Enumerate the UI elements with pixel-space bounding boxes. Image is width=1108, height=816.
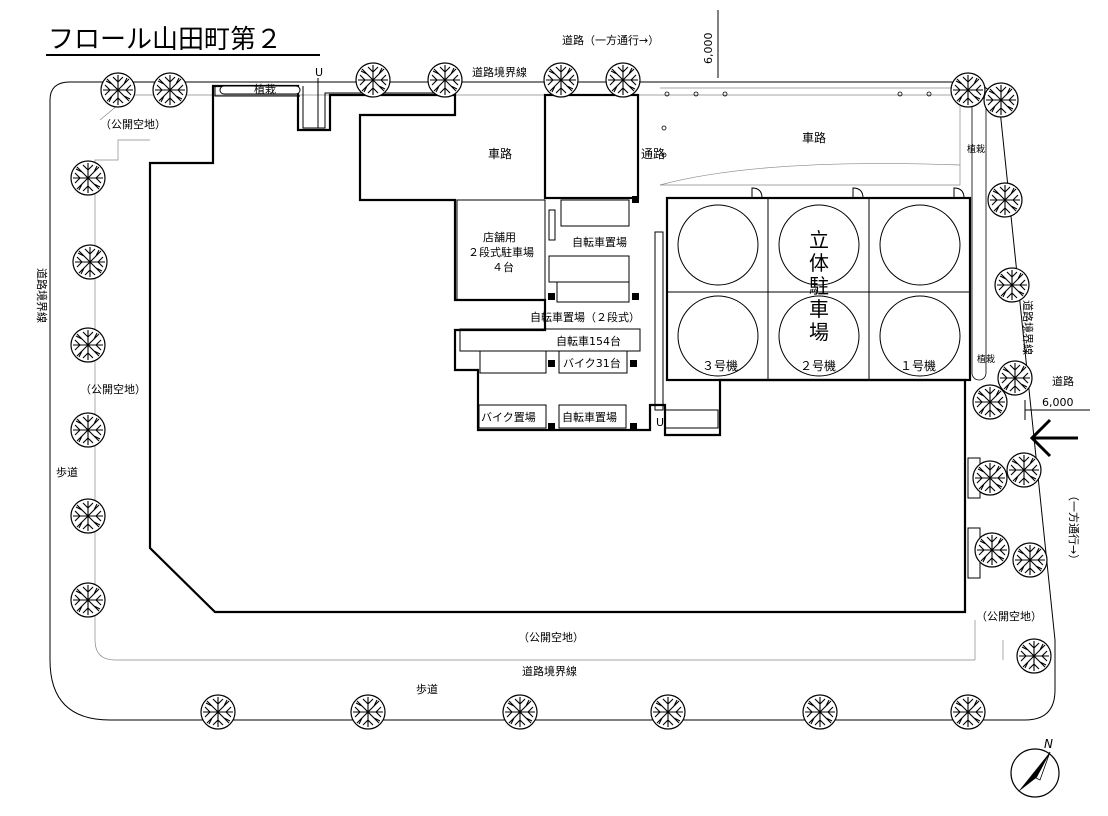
tree-icon xyxy=(200,694,236,730)
tree-icon xyxy=(502,694,538,730)
bicycle-parking-label-3: 自転車置場 xyxy=(562,410,617,424)
tree-icon xyxy=(427,62,463,98)
tree-icon xyxy=(1006,452,1042,488)
planting-label-right-1: 植栽 xyxy=(967,143,985,155)
boundary-top-label: 道路境界線 xyxy=(472,65,527,79)
u-mark-ramp: U xyxy=(656,416,664,429)
tree-icon xyxy=(70,327,106,363)
trees xyxy=(70,62,1052,730)
public-space-bottom-label: （公開空地） xyxy=(518,630,584,644)
tree-icon xyxy=(100,72,136,108)
road-right-oneway-label: （一方通行→） xyxy=(1067,490,1081,565)
bike-count-box xyxy=(558,350,628,374)
tree-icon xyxy=(70,498,106,534)
site-outer-boundary xyxy=(49,81,1056,721)
public-space-right-label: （公開空地） xyxy=(976,609,1042,623)
dim-top-label: 6,000 xyxy=(702,33,715,65)
car-road-right-label: 車路 xyxy=(802,130,826,145)
bicycle-rack-2 xyxy=(548,255,630,283)
tree-icon xyxy=(950,694,986,730)
u-mark-top: U xyxy=(315,66,323,79)
tree-icon xyxy=(543,62,579,98)
entrance-arrow-icon xyxy=(1029,418,1078,458)
parking-turntables xyxy=(677,204,961,377)
tree-icon xyxy=(974,532,1010,568)
shop-parking-label-2: ２段式駐車場 xyxy=(468,245,534,259)
bike-count-label: バイク31台 xyxy=(563,356,621,370)
multistory-char-5: 場 xyxy=(809,320,829,344)
tree-icon xyxy=(987,182,1023,218)
tree-icon xyxy=(72,244,108,280)
planting-label-right-2: 植栽 xyxy=(977,353,995,365)
sidewalk-bottom-label: 歩道 xyxy=(416,682,438,696)
shop-parking-label-1: 店舗用 xyxy=(483,230,516,244)
bicycle-parking-2tier-label: 自転車置場（２段式） xyxy=(530,310,640,324)
public-space-left-label: （公開空地） xyxy=(80,382,146,396)
tree-icon xyxy=(70,412,106,448)
car-road-center-label: 車路 xyxy=(488,146,512,161)
bicycle-rack-1 xyxy=(560,199,630,227)
shop-parking-label-3: ４台 xyxy=(492,260,514,274)
tree-icon xyxy=(997,360,1033,396)
shop-parking xyxy=(456,199,546,301)
unit-2-label: ２号機 xyxy=(800,358,836,373)
public-space-topleft-label: （公開空地） xyxy=(100,117,166,131)
tree-icon xyxy=(950,72,986,108)
bike-parking-label: バイク置場 xyxy=(481,411,536,424)
tree-icon xyxy=(1016,638,1052,674)
bicycle-parking-box-3 xyxy=(558,404,627,429)
multistory-parking-block xyxy=(665,196,972,382)
road-boundary-line xyxy=(94,94,976,661)
tree-icon xyxy=(972,384,1008,420)
tree-icon xyxy=(355,62,391,98)
tree-icon xyxy=(972,460,1008,496)
north-arrow-icon xyxy=(1010,748,1060,798)
tree-icon xyxy=(802,694,838,730)
tree-icon xyxy=(350,694,386,730)
tree-icon xyxy=(605,62,641,98)
tree-icon xyxy=(152,72,188,108)
multistory-char-2: 体 xyxy=(809,251,829,275)
bicycle-rack-3 xyxy=(556,281,630,303)
bollards xyxy=(661,91,932,158)
tree-icon xyxy=(650,694,686,730)
boundary-bottom-label: 道路境界線 xyxy=(522,664,577,678)
multistory-char-1: 立 xyxy=(809,228,829,252)
bike-parking-box xyxy=(478,404,547,429)
tree-icon xyxy=(70,582,106,618)
unit-1-label: １号機 xyxy=(900,358,936,373)
bicycle-rack-5 xyxy=(479,350,547,374)
bicycle-rack-4 xyxy=(459,328,641,352)
sidewalk-left-label: 歩道 xyxy=(56,465,78,479)
plan-title: フロール山田町第２ xyxy=(48,25,282,55)
tree-icon xyxy=(983,82,1019,118)
road-right-vertical-label: 道路境界線 xyxy=(1021,300,1035,355)
road-top-label: 道路（一方通行→） xyxy=(562,33,659,47)
bicycles-count-label: 自転車154台 xyxy=(556,334,621,348)
road-left-vertical-label: 道路境界線 xyxy=(35,268,49,323)
planting-strip-top xyxy=(219,85,301,95)
planting-strip-right xyxy=(971,94,987,381)
tree-icon xyxy=(994,267,1030,303)
passage-label: 通路 xyxy=(641,146,665,161)
columns xyxy=(548,196,639,430)
road-right-label: 道路 xyxy=(1052,374,1074,388)
north-label: N xyxy=(1044,737,1053,751)
bicycle-parking-label-1: 自転車置場 xyxy=(572,235,627,249)
dim-right-label: 6,000 xyxy=(1042,396,1074,409)
car-road-block xyxy=(543,93,640,200)
multistory-char-3: 駐 xyxy=(809,274,829,298)
tree-icon xyxy=(70,160,106,196)
planting-label-top: 植栽 xyxy=(254,82,276,96)
tree-icon xyxy=(1012,542,1048,578)
multistory-char-4: 車 xyxy=(809,297,829,321)
building-outline xyxy=(148,84,967,614)
unit-3-label: ３号機 xyxy=(702,358,738,373)
